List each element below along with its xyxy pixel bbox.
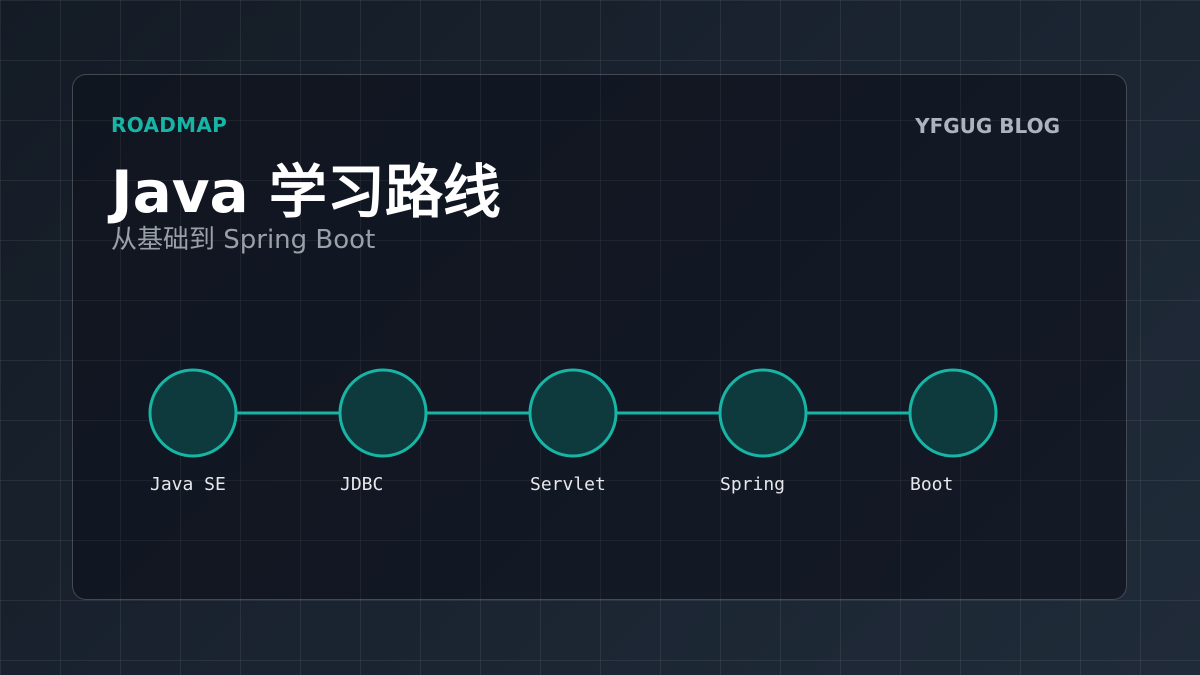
timeline-node (718, 368, 808, 458)
timeline-node-label: Spring (720, 474, 785, 495)
timeline-node (148, 368, 238, 458)
timeline-node-label: Boot (910, 474, 953, 495)
timeline-node-label: Servlet (530, 474, 606, 495)
roadmap-card: ROADMAP YFGUG BLOG Java 学习路线 从基础到 Spring… (72, 74, 1127, 600)
page-subtitle: 从基础到 Spring Boot (111, 225, 376, 255)
timeline-labels: Java SE JDBC Servlet Spring Boot (150, 474, 953, 495)
timeline-node (338, 368, 428, 458)
eyebrow-label: ROADMAP (111, 113, 228, 137)
timeline-node-label: JDBC (340, 474, 383, 495)
blog-brand: YFGUG BLOG (915, 114, 1060, 138)
timeline-nodes (148, 368, 998, 458)
page-title: Java 学习路线 (111, 158, 501, 226)
timeline-node (528, 368, 618, 458)
timeline-node (908, 368, 998, 458)
timeline-node-label: Java SE (150, 474, 226, 495)
